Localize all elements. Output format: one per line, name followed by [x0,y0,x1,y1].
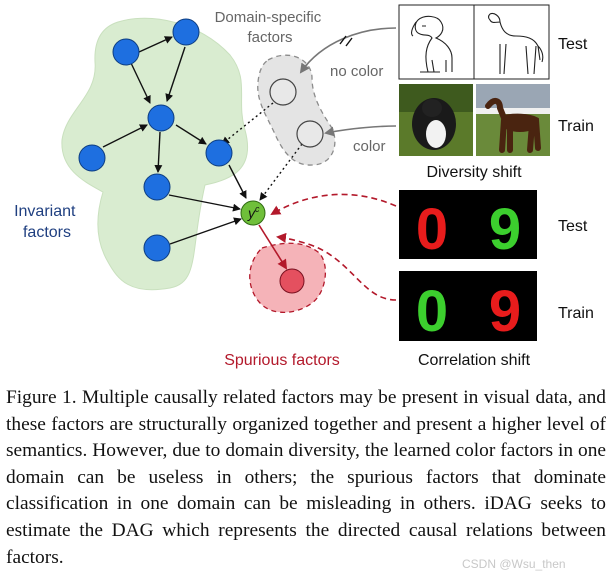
train-label-bottom: Train [558,305,594,322]
color-label: color [353,138,386,155]
no-color-arrow-break-2 [345,37,353,47]
digit-green-nine: 9 [489,197,521,262]
test-label-top: Test [558,36,588,53]
no-color-arrow-break-1 [339,35,347,45]
photo-images-panel [399,84,550,156]
digit-red-zero: 0 [416,197,448,262]
invariant-node [143,234,171,262]
test-label-bottom: Test [558,218,588,235]
digit-train-panel: 0 9 [399,271,537,344]
domain-specific-label: Domain-specific factors [215,9,326,46]
invariant-node [112,38,140,66]
spurious-factors-label: Spurious factors [224,352,340,369]
digit-test-panel: 0 9 [399,190,537,262]
invariant-edges [102,36,247,245]
no-color-arrow [299,27,397,74]
y-class-node [240,200,266,226]
correlation-arrow-bottom [276,232,397,301]
dog-sketch-image [411,15,453,73]
invariant-node [78,144,106,172]
watermark: CSDN @Wsu_then [462,557,566,571]
causal-dag-figure: yc Domain-specific factors no color colo… [14,4,594,369]
color-arrow [324,125,397,137]
invariant-node [172,18,200,46]
sketch-images-panel [398,4,550,80]
invariant-node [143,173,171,201]
correlation-arrow-top [270,193,397,216]
horse-photo-image [485,98,541,153]
correlation-shift-label: Correlation shift [418,352,531,369]
y-class-label: yc [247,204,260,221]
horse-sketch-image [487,12,544,75]
domain-node-color [296,120,324,148]
domain-specific-region [257,54,336,166]
diversity-shift-label: Diversity shift [426,164,522,181]
invariant-factors-label: Invariant factors [14,203,80,241]
no-color-label: no color [330,63,383,80]
invariant-node [205,139,233,167]
digit-green-zero: 0 [416,279,448,344]
spurious-edge [258,224,288,270]
invariant-node [147,104,175,132]
spurious-node [279,268,305,294]
domain-node-no-color [269,78,297,106]
invariant-factors-region [61,17,248,291]
train-label-top: Train [558,118,594,135]
domain-dotted-edges [221,102,303,201]
invariant-nodes [78,18,233,262]
digit-red-nine: 9 [489,279,521,344]
figure-caption: Figure 1. Multiple causally related fact… [6,387,606,568]
